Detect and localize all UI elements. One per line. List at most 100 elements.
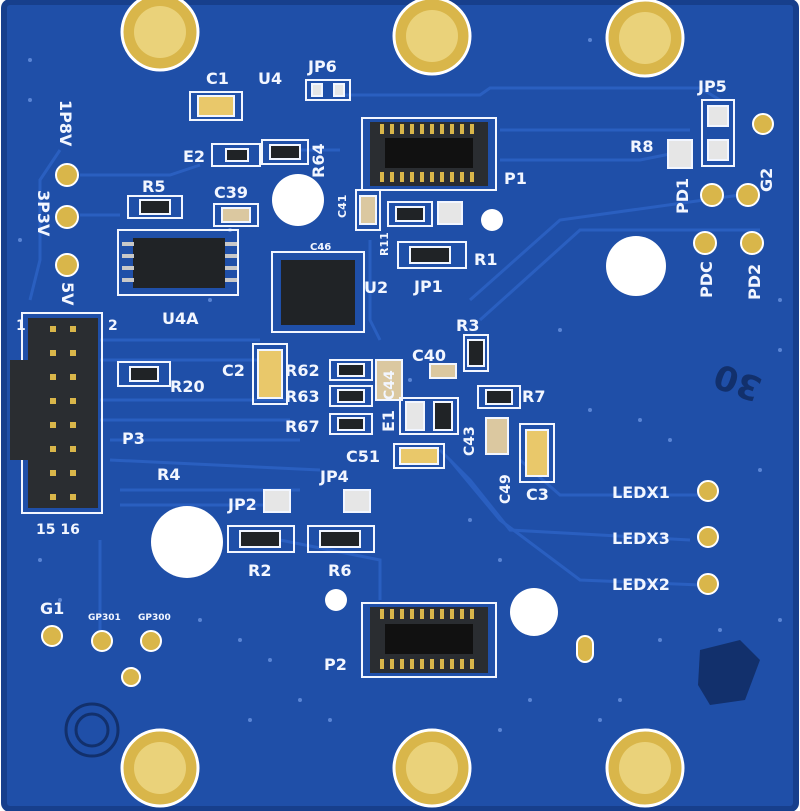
part-r7	[477, 385, 521, 409]
pad-3p3v	[55, 205, 79, 229]
part-e1	[399, 397, 459, 435]
pad-gp300	[140, 630, 162, 652]
part-jp2	[263, 489, 291, 513]
part-c40	[429, 363, 457, 379]
part-jp5	[701, 99, 735, 167]
hole-upper-center	[272, 174, 324, 226]
pad-jp5	[752, 113, 774, 135]
label-pd2: PD2	[745, 264, 764, 300]
pad-gp301	[91, 630, 113, 652]
pad-ledx3	[697, 526, 719, 548]
label-c41: C41	[336, 195, 349, 218]
label-pd1: PD1	[673, 178, 692, 214]
label-c43: C43	[462, 426, 478, 456]
label-ledx3: LEDX3	[612, 529, 670, 548]
part-jp4	[343, 489, 371, 513]
label-ledx1: LEDX1	[612, 483, 670, 502]
label-g2: G2	[757, 168, 776, 192]
label-3p3v: 3P3V	[34, 190, 53, 237]
part-c41	[355, 189, 381, 231]
part-c39	[213, 203, 259, 227]
label-r6: R6	[328, 561, 351, 580]
mounting-pads	[120, 0, 685, 808]
part-r62	[329, 359, 373, 381]
label-u4a: U4A	[162, 309, 199, 328]
through-holes	[151, 174, 666, 636]
connector-p3	[10, 312, 103, 514]
label-c46: C46	[310, 242, 331, 253]
part-c1	[189, 91, 243, 121]
label-p1: P1	[504, 169, 527, 188]
part-r6	[307, 525, 375, 553]
label-jp1: JP1	[413, 277, 443, 296]
label-r1: R1	[474, 250, 497, 269]
label-r4: R4	[157, 465, 180, 484]
label-e1: E1	[379, 410, 398, 432]
label-c39: C39	[214, 183, 248, 202]
label-gp300: GP300	[138, 613, 171, 623]
pad-pd1	[700, 183, 724, 207]
hole-left-lower	[151, 506, 223, 578]
label-r64: R64	[309, 143, 328, 178]
label-g1: G1	[40, 599, 64, 618]
part-e2	[211, 143, 261, 167]
part-c43	[485, 417, 509, 455]
label-pin2: 2	[108, 318, 118, 334]
part-r67	[329, 413, 373, 435]
label-u4: U4	[258, 69, 282, 88]
part-r8	[667, 139, 693, 169]
label-r11: R11	[378, 232, 391, 256]
ic-u2	[271, 251, 365, 333]
pad-misc-1	[121, 667, 141, 687]
test-pads	[41, 113, 774, 687]
label-c49: C49	[498, 474, 514, 504]
pad-g1	[41, 625, 63, 647]
label-r8: R8	[630, 137, 653, 156]
label-c51: C51	[346, 447, 380, 466]
connector-p2	[361, 602, 497, 678]
part-c44	[375, 359, 403, 401]
label-pin1: 1	[16, 318, 26, 334]
pad-5v	[55, 253, 79, 277]
label-r3: R3	[456, 316, 479, 335]
label-r7: R7	[522, 387, 545, 406]
part-pad-x	[437, 201, 463, 225]
label-c2: C2	[222, 361, 245, 380]
part-r5	[127, 195, 183, 219]
part-r3	[463, 334, 489, 372]
label-r20: R20	[170, 377, 205, 396]
label-gp301: GP301	[88, 613, 121, 623]
label-c40: C40	[412, 346, 446, 365]
label-p2: P2	[324, 655, 347, 674]
part-c2	[252, 343, 288, 405]
part-r1	[397, 241, 467, 269]
label-c3: C3	[526, 485, 549, 504]
label-5v: 5V	[58, 282, 77, 306]
label-r5: R5	[142, 177, 165, 196]
pad-pd2	[740, 231, 764, 255]
part-r63	[329, 385, 373, 407]
part-r64	[261, 139, 309, 165]
ic-u4a	[117, 229, 239, 296]
label-jp4: JP4	[319, 467, 349, 486]
part-jp6	[305, 79, 351, 101]
label-jp6: JP6	[307, 57, 337, 76]
hole-right	[606, 236, 666, 296]
part-r20	[117, 361, 171, 387]
label-r2: R2	[248, 561, 271, 580]
label-e2: E2	[183, 147, 205, 166]
label-c44: C44	[382, 370, 398, 400]
label-c1: C1	[206, 69, 229, 88]
pad-pdc	[693, 231, 717, 255]
hole-lower-mid	[510, 588, 558, 636]
logo-shape-bottom-right	[698, 640, 760, 705]
label-r62: R62	[285, 361, 320, 380]
pad-1p8v	[55, 163, 79, 187]
label-p3: P3	[122, 429, 145, 448]
pad-g2	[736, 183, 760, 207]
pad-ledx2	[697, 573, 719, 595]
label-ledx2: LEDX2	[612, 575, 670, 594]
pad-ledx1	[697, 480, 719, 502]
smd-components	[117, 79, 735, 553]
